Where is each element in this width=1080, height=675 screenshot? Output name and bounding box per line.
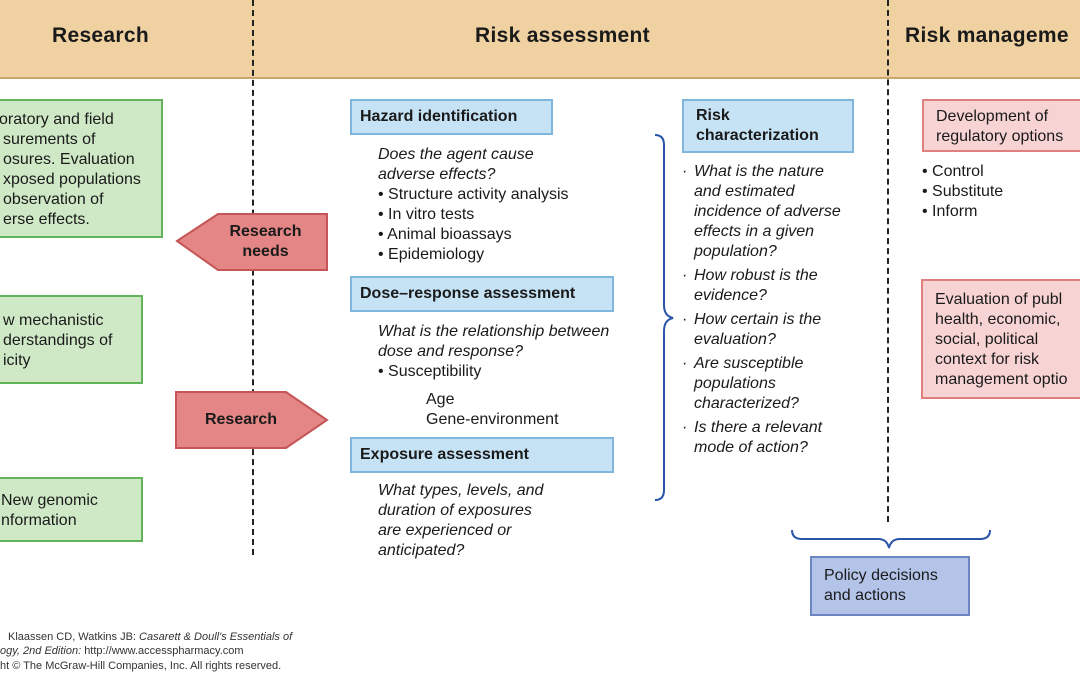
evaluation-context-box: Evaluation of publ health, economic, soc… [921,279,1080,399]
regulatory-bullet: • Inform [922,203,978,220]
dose-response-question-line: dose and response? [378,343,523,360]
divider-management [887,0,889,522]
regulatory-bullet-text: Control [932,163,984,180]
exposure-assessment-box: Exposure assessment [350,437,614,473]
risk-question-line: How robust is the [694,267,818,284]
risk-question-line: evaluation? [694,331,776,348]
risk-assessment-brace [654,134,674,501]
research-box-genomic: New genomic nformation [0,477,143,542]
regulatory-bullet: • Substitute [922,183,1004,200]
dose-response-sub-item: Gene-environment [426,411,559,428]
divider-research [252,0,254,555]
credit-book-title: Casarett & Doull's Essentials of [139,631,293,643]
exposure-question-line: are experienced or [378,522,512,539]
risk-question-line: populations [694,375,776,392]
regulatory-bullet-text: Inform [932,203,978,220]
risk-question-line: Is there a relevant [694,419,823,436]
credit-line-2: ogy, 2nd Edition: http://www.accesspharm… [0,643,244,660]
policy-line: Policy decisions [824,567,938,584]
risk-question-line: evidence? [694,287,767,304]
research-box-line: erse effects. [3,211,90,228]
research-box-mechanistic: w mechanistic derstandings of icity [0,295,143,384]
regulatory-bullet-text: Substitute [932,183,1004,200]
research-needs-label: Research needs [218,222,313,262]
evaluation-line: management optio [935,371,1068,388]
header-band: Research Risk assessment Risk manageme [0,0,1080,79]
risk-question-line: and estimated [694,183,795,200]
research-box-line: oratory and field [0,111,114,128]
credit-url: http://www.accesspharmacy.com [84,645,244,657]
risk-question-line: Are susceptible [694,355,804,372]
risk-question-line: effects in a given [694,223,815,240]
credit-authors: Klaassen CD, Watkins JB: [8,631,140,643]
risk-management-brace [791,529,991,549]
evaluation-line: context for risk [935,351,1040,368]
credit-edition: ogy, 2nd Edition: [0,645,85,657]
research-needs-label-line: Research [229,223,302,240]
evaluation-line: Evaluation of publ [935,291,1063,308]
risk-question-line: incidence of adverse [694,203,841,220]
risk-question-bullet: · [682,311,688,328]
regulatory-bullet: • Control [922,163,984,180]
risk-question-bullet: · [682,163,688,180]
regulatory-options-box: Development of regulatory options [922,99,1080,152]
regulatory-title-line: Development of [936,108,1049,125]
evaluation-line: social, political [935,331,1039,348]
policy-line: and actions [824,587,906,604]
risk-question-line: population? [694,243,777,260]
research-arrow [175,391,329,449]
risk-characterization-box: Risk characterization [682,99,854,153]
dose-response-question-line: What is the relationship between [378,323,610,340]
dose-response-sub-item: Age [426,391,455,408]
research-box-line: nformation [1,512,77,529]
risk-question-line: What is the nature [694,163,824,180]
hazard-bullet-text: Structure activity analysis [388,186,569,203]
hazard-bullet-text: Epidemiology [388,246,485,263]
exposure-question-line: anticipated? [378,542,465,559]
risk-question-bullet: · [682,267,688,284]
evaluation-line: health, economic, [935,311,1061,328]
hazard-identification-box: Hazard identification [350,99,553,135]
research-needs-arrow [175,213,328,271]
research-header: Research [52,24,149,47]
risk-characterization-title-line: Risk [696,107,730,124]
research-box-line: derstandings of [3,332,113,349]
risk-management-header: Risk manageme [905,24,1069,47]
risk-question-bullet: · [682,355,688,372]
risk-question-line: mode of action? [694,439,808,456]
credit-line-3: ht © The McGraw-Hill Companies, Inc. All… [0,660,282,672]
hazard-bullet: • In vitro tests [378,206,475,223]
research-box-line: w mechanistic [3,312,104,329]
risk-question-line: How certain is the [694,311,822,328]
research-box-line: surements of [3,131,96,148]
research-box-line: icity [3,352,31,369]
research-box-measurements: oratory and field surements of osures. E… [0,99,163,238]
risk-question-bullet: · [682,419,688,436]
hazard-question-line: Does the agent cause [378,146,534,163]
risk-question-line: characterized? [694,395,799,412]
hazard-bullet: • Structure activity analysis [378,186,569,203]
hazard-bullet: • Epidemiology [378,246,485,263]
research-box-line: observation of [3,191,104,208]
exposure-question-line: duration of exposures [378,502,532,519]
dose-response-bullet-text: Susceptibility [388,363,482,380]
research-box-line: xposed populations [3,171,141,188]
research-box-line: New genomic [1,492,98,509]
research-arrow-label: Research [204,411,278,428]
credit-line-1: Klaassen CD, Watkins JB: Casarett & Doul… [8,629,292,646]
hazard-bullet-text: In vitro tests [388,206,475,223]
policy-decisions-box: Policy decisions and actions [810,556,970,616]
hazard-bullet-text: Animal bioassays [387,226,512,243]
research-box-line: osures. Evaluation [3,151,135,168]
research-needs-label-line: needs [242,243,289,260]
dose-response-box: Dose–response assessment [350,276,614,312]
hazard-question-line: adverse effects? [378,166,496,183]
exposure-question-line: What types, levels, and [378,482,544,499]
regulatory-title-line: regulatory options [936,128,1064,145]
risk-assessment-header: Risk assessment [475,24,650,47]
risk-characterization-title-line: characterization [696,127,819,144]
hazard-bullet: • Animal bioassays [378,226,512,243]
dose-response-bullet: • Susceptibility [378,363,482,380]
